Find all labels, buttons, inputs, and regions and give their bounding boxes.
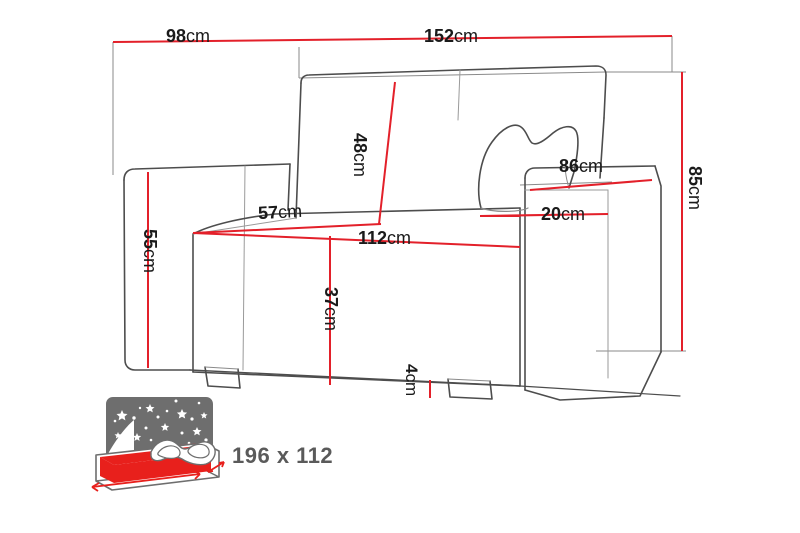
bed-size-label: 196 x 112 [232, 443, 334, 468]
dimline-86 [529, 179, 653, 191]
bed-pillow-left [157, 445, 181, 459]
dimension-unit-112: cm [387, 228, 412, 248]
dimension-label-98: 98cm [166, 27, 210, 45]
sofa-baseline [189, 369, 521, 387]
sofa-leg-right [447, 378, 493, 400]
dimension-label-4: 4cm [402, 364, 421, 397]
dimension-value-57: 57 [257, 202, 279, 224]
dimension-unit-55: cm [140, 249, 160, 274]
dimension-label-20: 20cm [541, 205, 585, 223]
dimension-value-20: 20 [541, 204, 562, 224]
dimension-unit-20: cm [561, 204, 586, 224]
sofa-right-armrest [524, 165, 656, 179]
sofa-outline [123, 65, 681, 401]
dimension-value-55: 55 [140, 229, 160, 250]
sofa-left-armrest [123, 163, 291, 181]
dimension-value-37: 37 [321, 287, 341, 308]
dimension-value-85: 85 [685, 166, 705, 187]
dimension-unit-48: cm [350, 153, 370, 178]
sofa-backrest-top [459, 65, 607, 119]
dimension-label-85: 85cm [685, 166, 705, 211]
dimension-label-55: 55cm [140, 229, 160, 274]
sofa-backrest-left [300, 69, 461, 84]
dimension-label-48: 48cm [350, 133, 370, 178]
dimension-unit-4: cm [402, 373, 421, 397]
dimension-unit-85: cm [685, 186, 705, 211]
dimline-48 [378, 81, 396, 225]
dimension-unit-152: cm [454, 26, 479, 46]
sofa-leg-left [204, 366, 241, 389]
dimension-label-57: 57cm [257, 200, 303, 224]
sofa-seat-top [192, 207, 521, 235]
dimension-label-37: 37cm [321, 287, 341, 332]
dimension-value-112: 112 [358, 228, 388, 248]
sofa-throw-pillow [477, 124, 579, 209]
bed-pillow-right [187, 443, 210, 459]
dimension-label-112: 112cm [358, 229, 411, 247]
dimension-unit-98: cm [186, 26, 211, 46]
dimline-112 [192, 232, 521, 248]
dimension-unit-86: cm [579, 156, 604, 176]
bed-dimension-arrows [91, 461, 225, 492]
bed-mattress-front [100, 457, 114, 483]
dimension-value-48: 48 [350, 133, 370, 154]
extension-lines [112, 36, 686, 352]
dimension-label-86: 86cm [559, 157, 603, 175]
dimension-value-98: 98 [166, 26, 187, 46]
dimension-lines [112, 35, 683, 398]
dimline-152 [298, 35, 673, 41]
dimension-unit-57: cm [277, 200, 303, 223]
dimension-value-152: 152 [424, 26, 455, 46]
bed-icon [91, 397, 225, 492]
dimension-value-86: 86 [559, 156, 580, 176]
bed-stars [107, 399, 208, 458]
dimline-57 [192, 223, 382, 234]
dimension-unit-37: cm [321, 307, 341, 332]
dimline-98 [112, 39, 300, 43]
dimension-label-152: 152cm [424, 27, 478, 45]
